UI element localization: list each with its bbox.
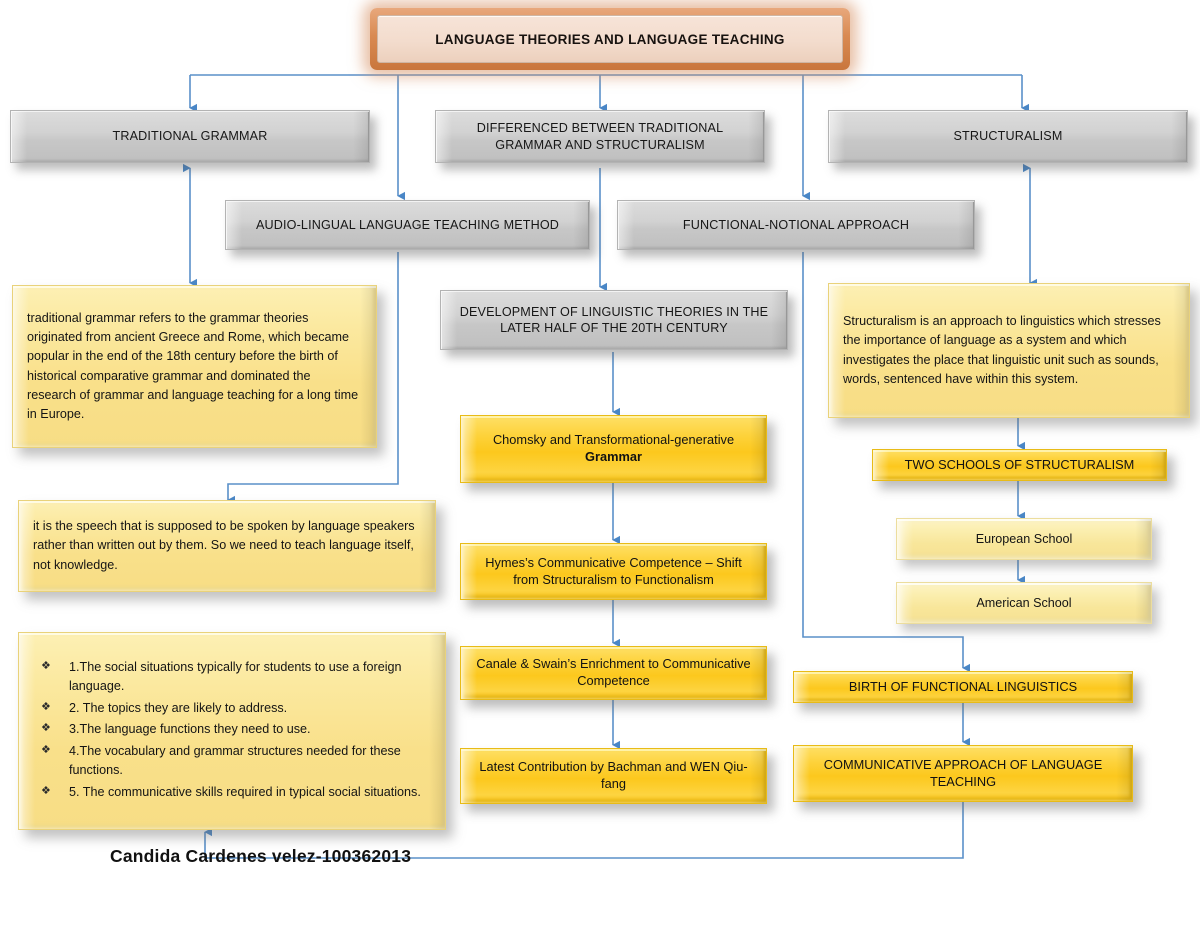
note-structuralism-text: Structuralism is an approach to linguist… [843,314,1161,386]
node-audio-lingual-method[interactable]: AUDIO-LINGUAL LANGUAGE TEACHING METHOD [225,200,590,250]
author-signature: Candida Cardenes velez-100362013 [110,846,412,866]
list-item-text: 1.The social situations typically for st… [69,659,402,694]
list-item: ❖ 4.The vocabulary and grammar structures… [37,742,431,781]
node-communicative-approach-label: COMMUNICATIVE APPROACH OF LANGUAGE TEACH… [823,756,1103,789]
note-traditional-grammar: traditional grammar refers to the gramma… [12,285,377,448]
node-differences[interactable]: DIFFERENCED BETWEEN TRADITIONAL GRAMMAR … [435,110,765,163]
bullet-diamond-icon: ❖ [41,784,51,797]
node-chomsky-label: Chomsky and Transformational-generative … [461,432,766,465]
node-structuralism[interactable]: STRUCTURALISM [828,110,1188,163]
node-traditional-grammar[interactable]: TRADITIONAL GRAMMAR [10,110,370,163]
node-differences-label: DIFFERENCED BETWEEN TRADITIONAL GRAMMAR … [476,121,724,152]
node-structuralism-label: STRUCTURALISM [953,129,1063,144]
node-chomsky[interactable]: Chomsky and Transformational-generative … [460,415,767,483]
node-canale-swain-label: Canale & Swain’s Enrichment to Communica… [476,656,751,688]
node-development-of-linguistic-theories-label: DEVELOPMENT OF LINGUISTIC THEORIES IN TH… [459,304,769,335]
node-functional-notional-approach-label: FUNCTIONAL-NOTIONAL APPROACH [682,217,910,232]
note-speech: it is the speech that is supposed to be … [18,500,436,592]
node-chomsky-label-emphasis: Grammar [585,449,642,464]
list-item-text: 2. The topics they are likely to address… [69,700,288,715]
node-birth-of-functional-linguistics[interactable]: BIRTH OF FUNCTIONAL LINGUISTICS [793,671,1133,703]
node-development-of-linguistic-theories[interactable]: DEVELOPMENT OF LINGUISTIC THEORIES IN TH… [440,290,788,350]
node-hymes[interactable]: Hymes’s Communicative Competence – Shift… [460,543,767,600]
node-two-schools-label: TWO SCHOOLS OF STRUCTURALISM [904,456,1135,472]
node-european-school[interactable]: European School [896,518,1152,560]
list-item: ❖ 3.The language functions they need to u… [37,720,431,740]
list-item-text: 4.The vocabulary and grammar structures … [69,743,401,778]
node-american-school[interactable]: American School [896,582,1152,624]
list-item: ❖ 1.The social situations typically for s… [37,658,431,697]
bullet-diamond-icon: ❖ [41,722,51,735]
note-social-situations-list: ❖ 1.The social situations typically for s… [18,632,446,830]
node-birth-of-functional-linguistics-label: BIRTH OF FUNCTIONAL LINGUISTICS [848,678,1078,694]
node-latest-contribution[interactable]: Latest Contribution by Bachman and WEN Q… [460,748,767,804]
node-canale-swain[interactable]: Canale & Swain’s Enrichment to Communica… [460,646,767,700]
node-communicative-approach[interactable]: COMMUNICATIVE APPROACH OF LANGUAGE TEACH… [793,745,1133,802]
list-item-text: 5. The communicative skills required in … [69,784,421,799]
diagram-title-box: LANGUAGE THEORIES AND LANGUAGE TEACHING [370,8,850,70]
note-traditional-grammar-text: traditional grammar refers to the gramma… [27,311,359,421]
bullet-diamond-icon: ❖ [41,700,51,713]
node-latest-contribution-label: Latest Contribution by Bachman and WEN Q… [479,759,748,791]
node-functional-notional-approach[interactable]: FUNCTIONAL-NOTIONAL APPROACH [617,200,975,250]
node-european-school-label: European School [975,531,1073,546]
node-american-school-label: American School [976,595,1072,610]
list-item: ❖ 2. The topics they are likely to addres… [37,699,431,719]
diagram-title-text: LANGUAGE THEORIES AND LANGUAGE TEACHING [435,31,785,47]
note-speech-text: it is the speech that is supposed to be … [33,519,415,572]
bullet-diamond-icon: ❖ [41,743,51,756]
list-item: ❖ 5. The communicative skills required in… [37,783,431,803]
list-item-text: 3.The language functions they need to us… [69,722,311,737]
node-traditional-grammar-label: TRADITIONAL GRAMMAR [112,129,268,144]
node-audio-lingual-method-label: AUDIO-LINGUAL LANGUAGE TEACHING METHOD [255,217,560,232]
bullet-diamond-icon: ❖ [41,659,51,672]
bullet-list: ❖ 1.The social situations typically for s… [19,658,445,805]
node-two-schools[interactable]: TWO SCHOOLS OF STRUCTURALISM [872,449,1167,481]
node-hymes-label: Hymes’s Communicative Competence – Shift… [485,554,742,587]
node-chomsky-label-lead: Chomsky and Transformational-generative [492,432,735,448]
note-structuralism: Structuralism is an approach to linguist… [828,283,1190,418]
